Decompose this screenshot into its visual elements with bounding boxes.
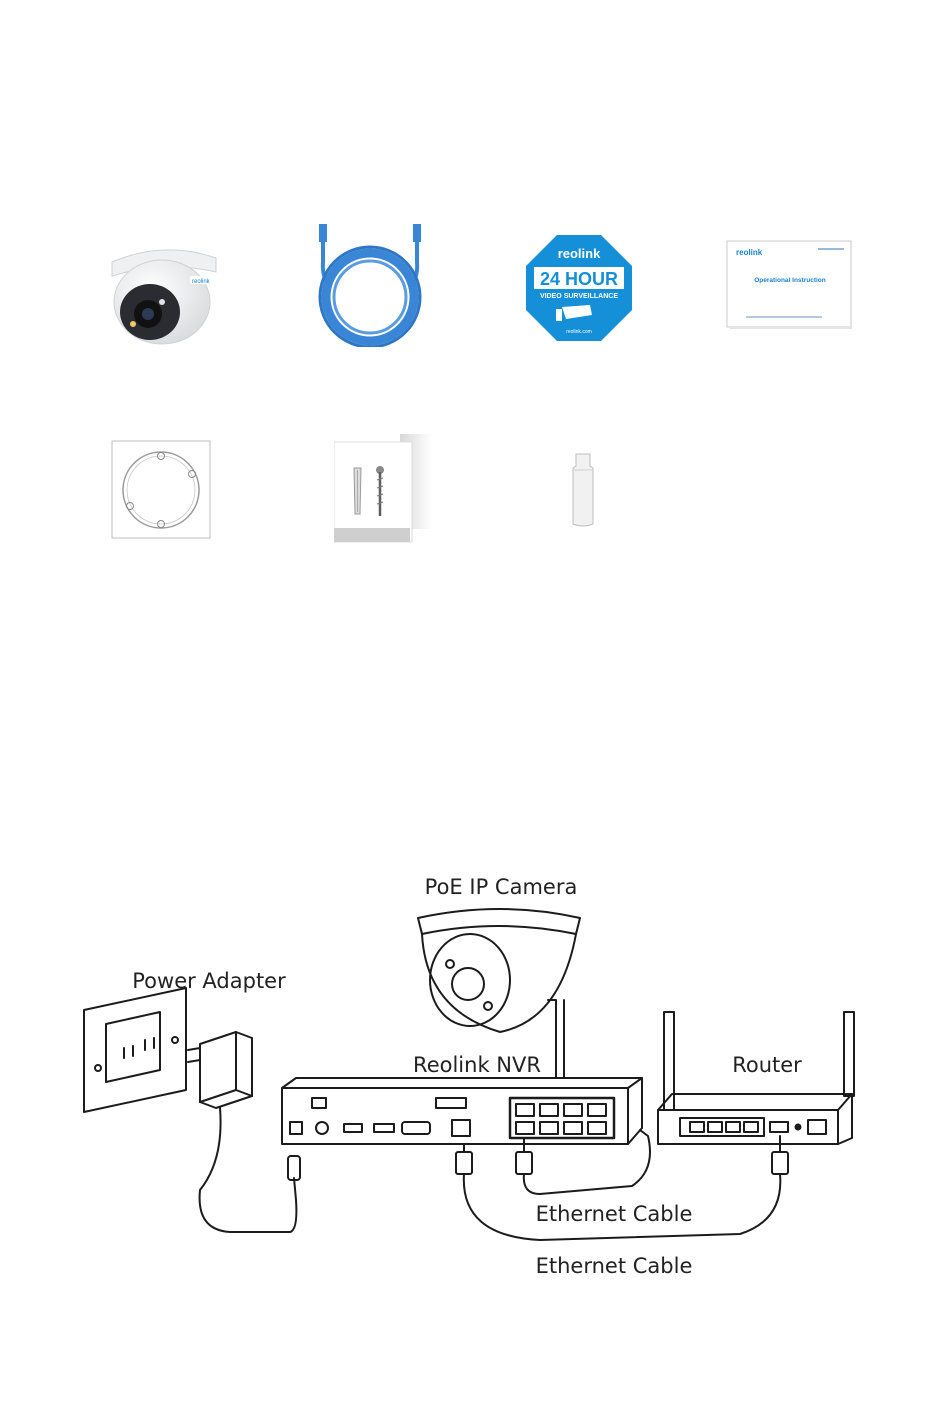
lid-icon <box>568 452 598 528</box>
router-label: Router <box>732 1053 802 1077</box>
sign-footer: reolink.com <box>566 329 592 335</box>
booklet-title: Operational Instruction <box>754 277 826 284</box>
router-drawing <box>658 1012 854 1144</box>
nvr-label: Reolink NVR <box>413 1053 541 1077</box>
camera-badge: reolink <box>192 279 211 285</box>
power-adapter-drawing <box>188 1032 300 1232</box>
waterproof-lid-image <box>568 452 598 528</box>
pack-of-screws-image <box>334 434 434 544</box>
booklet-brand: reolink <box>736 248 763 257</box>
ethernet-cable-icon <box>312 222 432 347</box>
camera-label: PoE IP Camera <box>425 875 578 899</box>
surveillance-sign-image: reolink 24 HOUR VIDEO SURVEILLANCE reoli… <box>526 235 632 341</box>
wall-outlet-drawing <box>84 988 186 1112</box>
dome-camera-icon: reolink <box>104 240 224 350</box>
mounting-template-image <box>111 440 211 540</box>
nvr-drawing <box>282 1078 642 1144</box>
connection-diagram: PoE IP Camera Power Adapter Reolink NVR … <box>0 860 950 1300</box>
sign-line2: VIDEO SURVEILLANCE <box>540 293 618 300</box>
camera-image: reolink <box>104 240 224 350</box>
booklet-icon: reolink Operational Instruction <box>726 240 854 330</box>
ethernet-cable-label-1: Ethernet Cable <box>536 1202 693 1226</box>
operational-instruction-image: reolink Operational Instruction <box>726 240 854 330</box>
template-icon <box>111 440 211 540</box>
network-cable-image <box>312 222 432 347</box>
sign-brand: reolink <box>558 246 601 261</box>
ethernet-cable-label-2: Ethernet Cable <box>536 1254 693 1278</box>
screws-icon <box>334 434 434 544</box>
power-adapter-label: Power Adapter <box>132 969 286 993</box>
sign-line1: 24 HOUR <box>540 269 618 289</box>
sign-icon: reolink 24 HOUR VIDEO SURVEILLANCE reoli… <box>526 235 632 341</box>
